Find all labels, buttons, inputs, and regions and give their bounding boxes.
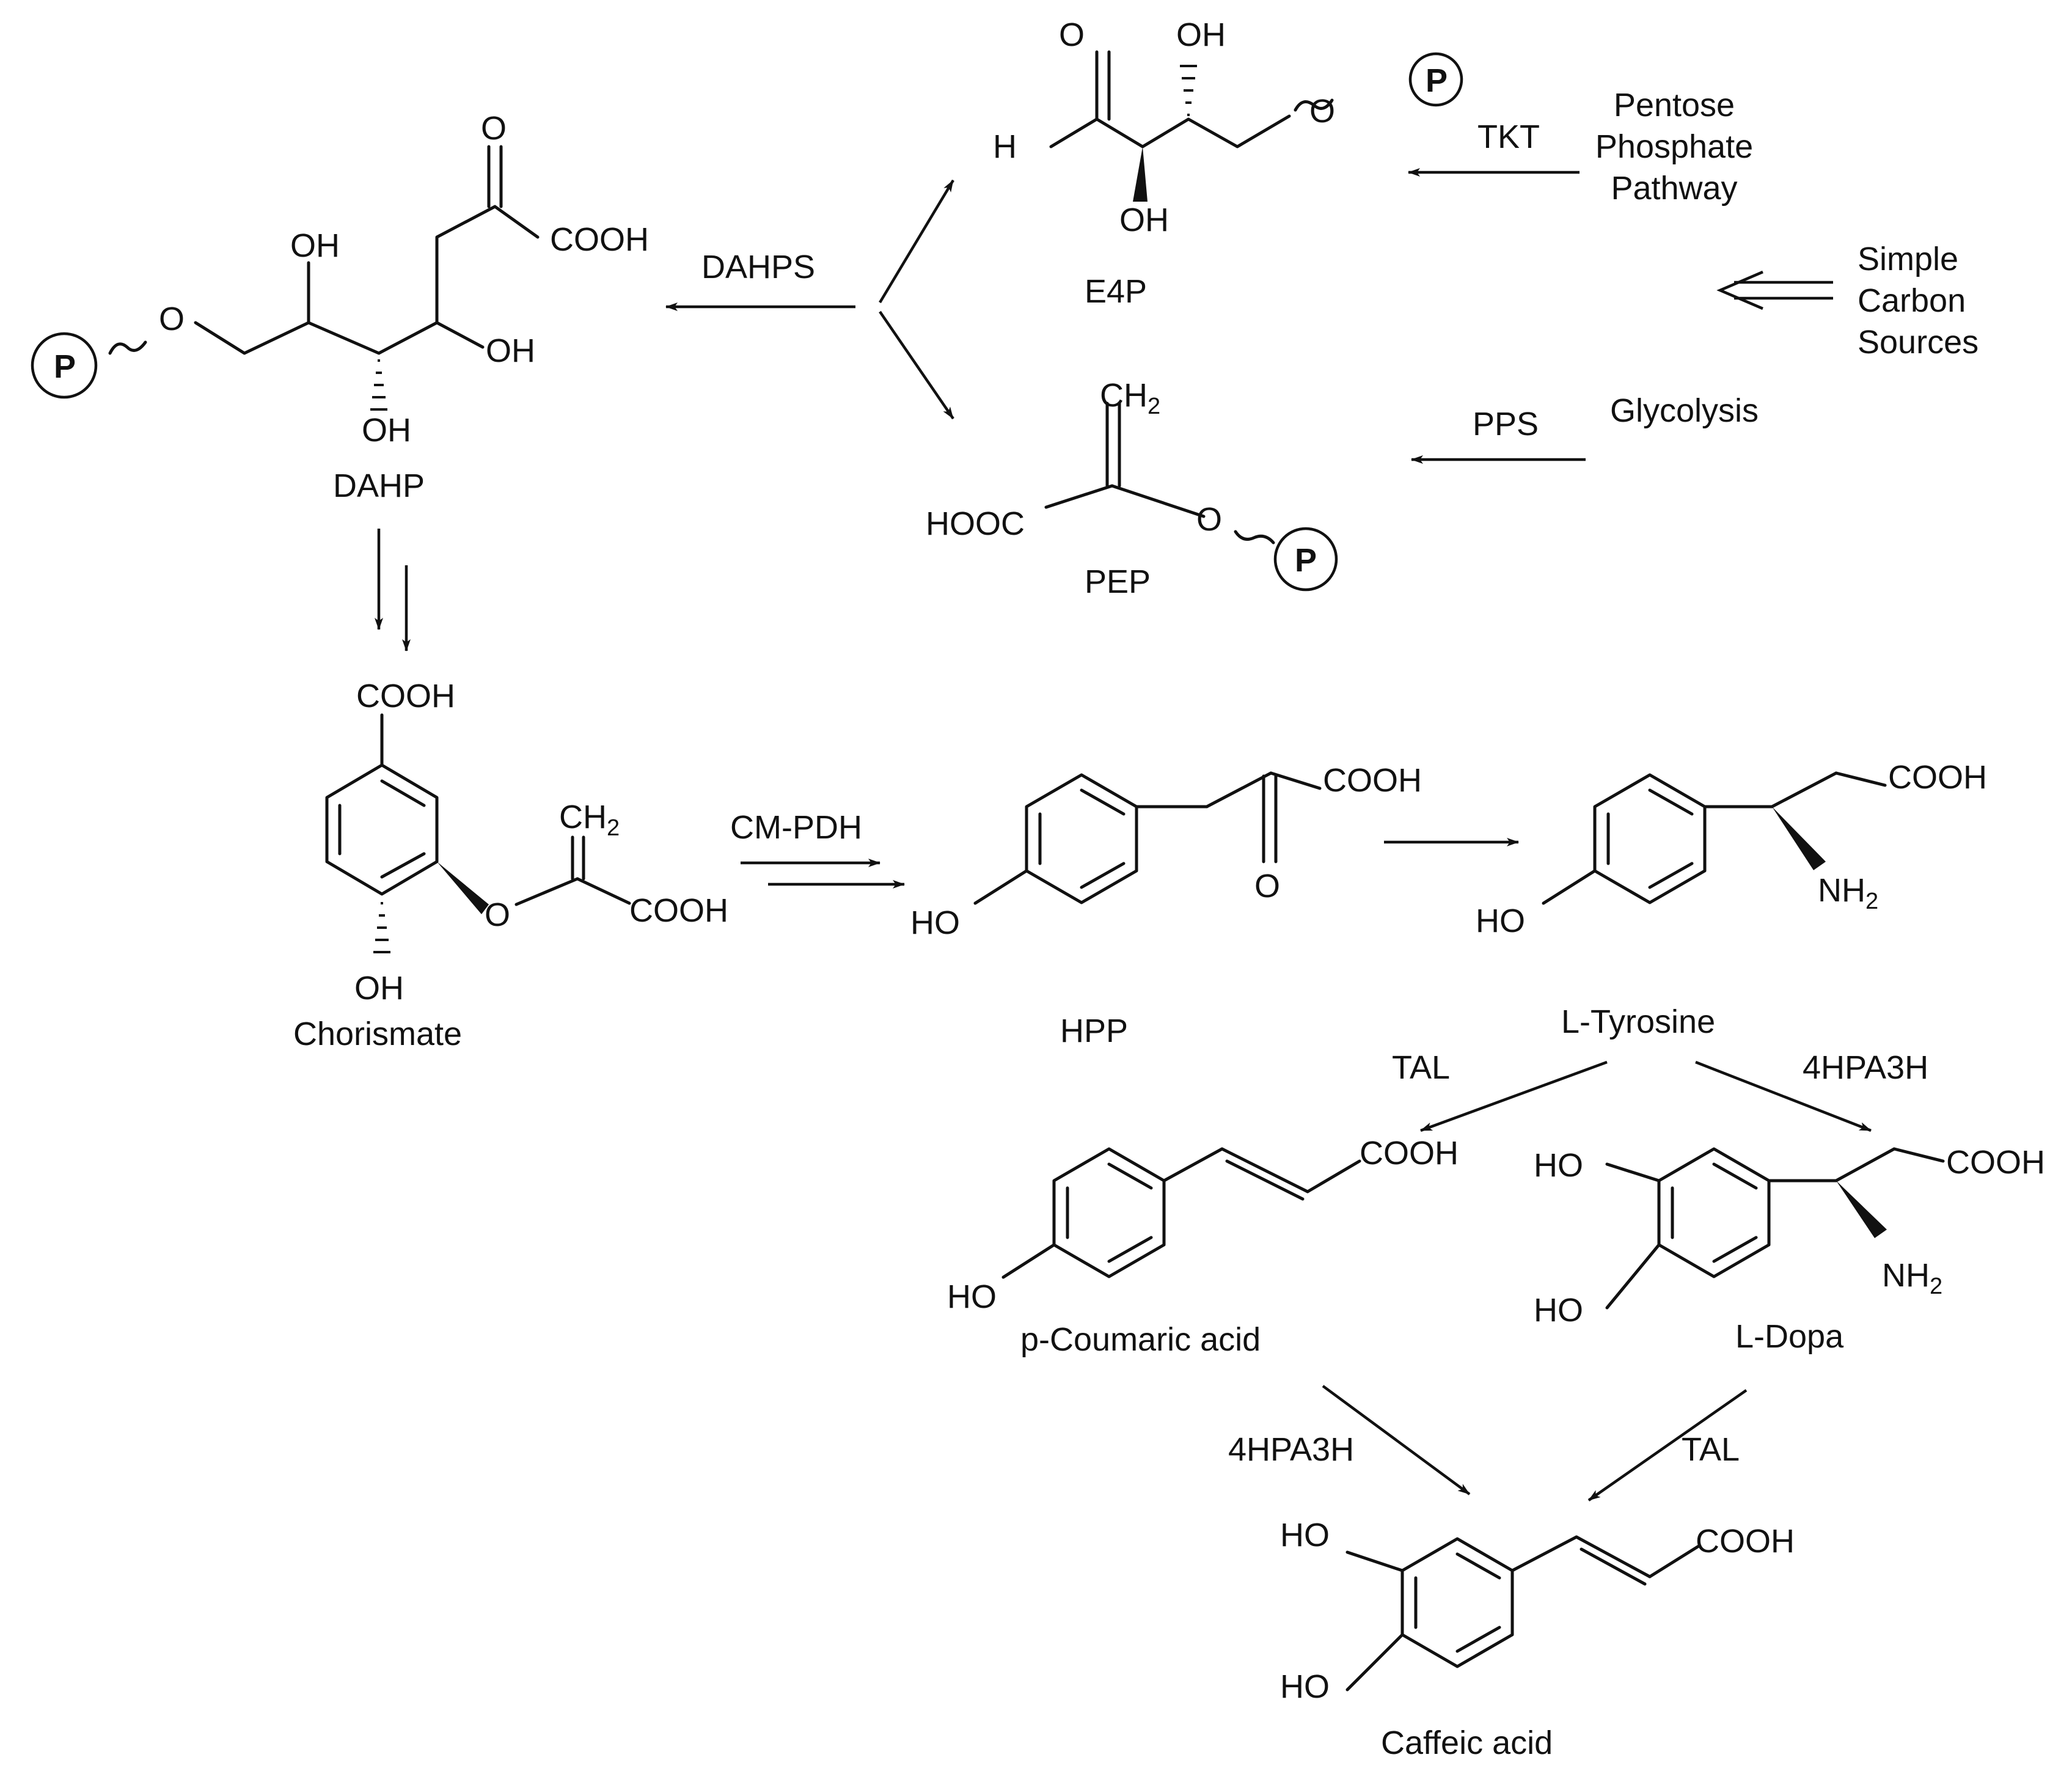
atom-label: O	[1309, 93, 1335, 130]
source-glycolysis: Glycolysis	[1610, 392, 1759, 429]
compound-name-tyrosine: L-Tyrosine	[1561, 1003, 1715, 1040]
tyrosine-structure: HO COOH NH2 L-Tyrosine	[1476, 759, 1987, 1040]
atom-label: HO	[1280, 1668, 1330, 1705]
enzyme-label-4hpa3h: 4HPA3H	[1228, 1431, 1354, 1468]
source-label: Pathway	[1611, 170, 1737, 207]
hash-bond	[1180, 65, 1197, 116]
atom-label: O	[1059, 16, 1085, 53]
atom-label: OH	[290, 227, 340, 264]
wedge-bond	[437, 862, 489, 914]
atom-label: OH	[486, 332, 535, 369]
phosphate-label: P	[54, 348, 76, 385]
dahp-structure: P O O COOH OH OH OH DAHP	[31, 110, 649, 504]
enzyme-label-tkt: TKT	[1477, 119, 1540, 155]
arrow-to-pep	[879, 310, 954, 420]
source-label: Phosphate	[1595, 128, 1753, 165]
arrow-to-e4p	[879, 179, 954, 304]
enzyme-label-dahps: DAHPS	[701, 249, 815, 285]
chorismate-structure: COOH O CH2 COOH OH Chorismate	[293, 678, 728, 1052]
phosphate-label: P	[1295, 542, 1317, 579]
dopa-structure: HO HO COOH NH2 L-Dopa	[1534, 1144, 2045, 1355]
enzyme-label-4hpa3h: 4HPA3H	[1803, 1049, 1928, 1086]
arrow-simple-carbon	[1716, 270, 1833, 310]
atom-label: COOH	[356, 678, 455, 714]
source-pentose-phosphate-pathway: Pentose Phosphate Pathway	[1595, 87, 1753, 207]
atom-label: COOH	[550, 221, 649, 258]
enzyme-label-cm-pdh: CM-PDH	[730, 809, 862, 846]
e4p-structure: O H OH OH O P E4P	[993, 16, 1463, 310]
atom-label: O	[481, 110, 507, 147]
atom-label: COOH	[1696, 1523, 1795, 1560]
compound-name-e4p: E4P	[1085, 273, 1147, 310]
hash-bond	[370, 359, 387, 411]
source-label: Carbon	[1858, 282, 1966, 319]
source-simple-carbon-sources: Simple Carbon Sources	[1858, 241, 1979, 361]
atom-label: HOOC	[926, 505, 1025, 542]
compound-name-pep: PEP	[1085, 563, 1151, 600]
enzyme-label-pps: PPS	[1473, 406, 1539, 442]
atom-label: COOH	[1946, 1144, 2045, 1181]
compound-name-caffeic-acid: Caffeic acid	[1381, 1725, 1553, 1761]
atom-label: NH2	[1818, 872, 1878, 914]
atom-label: OH	[1176, 16, 1226, 53]
atom-label: HO	[1476, 903, 1525, 939]
atom-label: O	[1254, 868, 1280, 904]
atom-label: O	[159, 301, 185, 337]
arrow-tyrosine-dopa	[1695, 1060, 1872, 1132]
coumaric-acid-structure: HO COOH p-Coumaric acid	[947, 1135, 1459, 1358]
compound-name-coumaric-acid: p-Coumaric acid	[1020, 1321, 1261, 1358]
compound-name-dopa: L-Dopa	[1735, 1318, 1844, 1355]
source-label: Sources	[1858, 324, 1979, 361]
arrow-tyrosine-coumaric	[1420, 1060, 1608, 1132]
arrow-coumaric-caffeic	[1322, 1385, 1471, 1495]
atom-label: OH	[362, 412, 411, 449]
atom-label: COOH	[1360, 1135, 1459, 1172]
atom-label: COOH	[629, 892, 728, 929]
atom-label: HO	[947, 1278, 997, 1315]
caffeic-acid-structure: HO HO COOH Caffeic acid	[1280, 1517, 1795, 1761]
atom-label: HO	[910, 904, 960, 941]
atom-label: HO	[1534, 1147, 1583, 1184]
phosphate-label: P	[1426, 62, 1448, 99]
atom-label: CH2	[1100, 377, 1160, 419]
atom-label: HO	[1534, 1292, 1583, 1329]
atom-label: H	[993, 128, 1017, 165]
reaction-arrows	[375, 168, 1872, 1502]
hpp-structure: HO COOH O HPP	[910, 762, 1422, 1049]
atom-label: NH2	[1882, 1257, 1942, 1299]
compound-name-chorismate: Chorismate	[293, 1016, 462, 1052]
wedge-bond	[1772, 807, 1826, 870]
hash-bond	[373, 902, 390, 953]
pep-structure: HOOC O CH2 P PEP	[926, 377, 1338, 600]
atom-label: COOH	[1323, 762, 1422, 799]
compound-name-hpp: HPP	[1060, 1013, 1128, 1049]
source-label: Simple	[1858, 241, 1958, 277]
wedge-bond	[1836, 1181, 1887, 1238]
atom-label: O	[485, 897, 510, 933]
compound-name-dahp: DAHP	[333, 468, 425, 504]
atom-label: HO	[1280, 1517, 1330, 1553]
atom-label: CH2	[559, 799, 620, 841]
arrow-dopa-caffeic	[1587, 1389, 1748, 1502]
atom-label: COOH	[1888, 759, 1987, 796]
atom-label: OH	[354, 970, 404, 1007]
enzyme-label-tal: TAL	[1392, 1049, 1450, 1086]
enzyme-label-tal: TAL	[1682, 1431, 1740, 1468]
wedge-bond	[1133, 147, 1148, 202]
atom-label: O	[1196, 501, 1222, 538]
atom-label: OH	[1119, 202, 1169, 238]
source-label: Pentose	[1614, 87, 1735, 123]
